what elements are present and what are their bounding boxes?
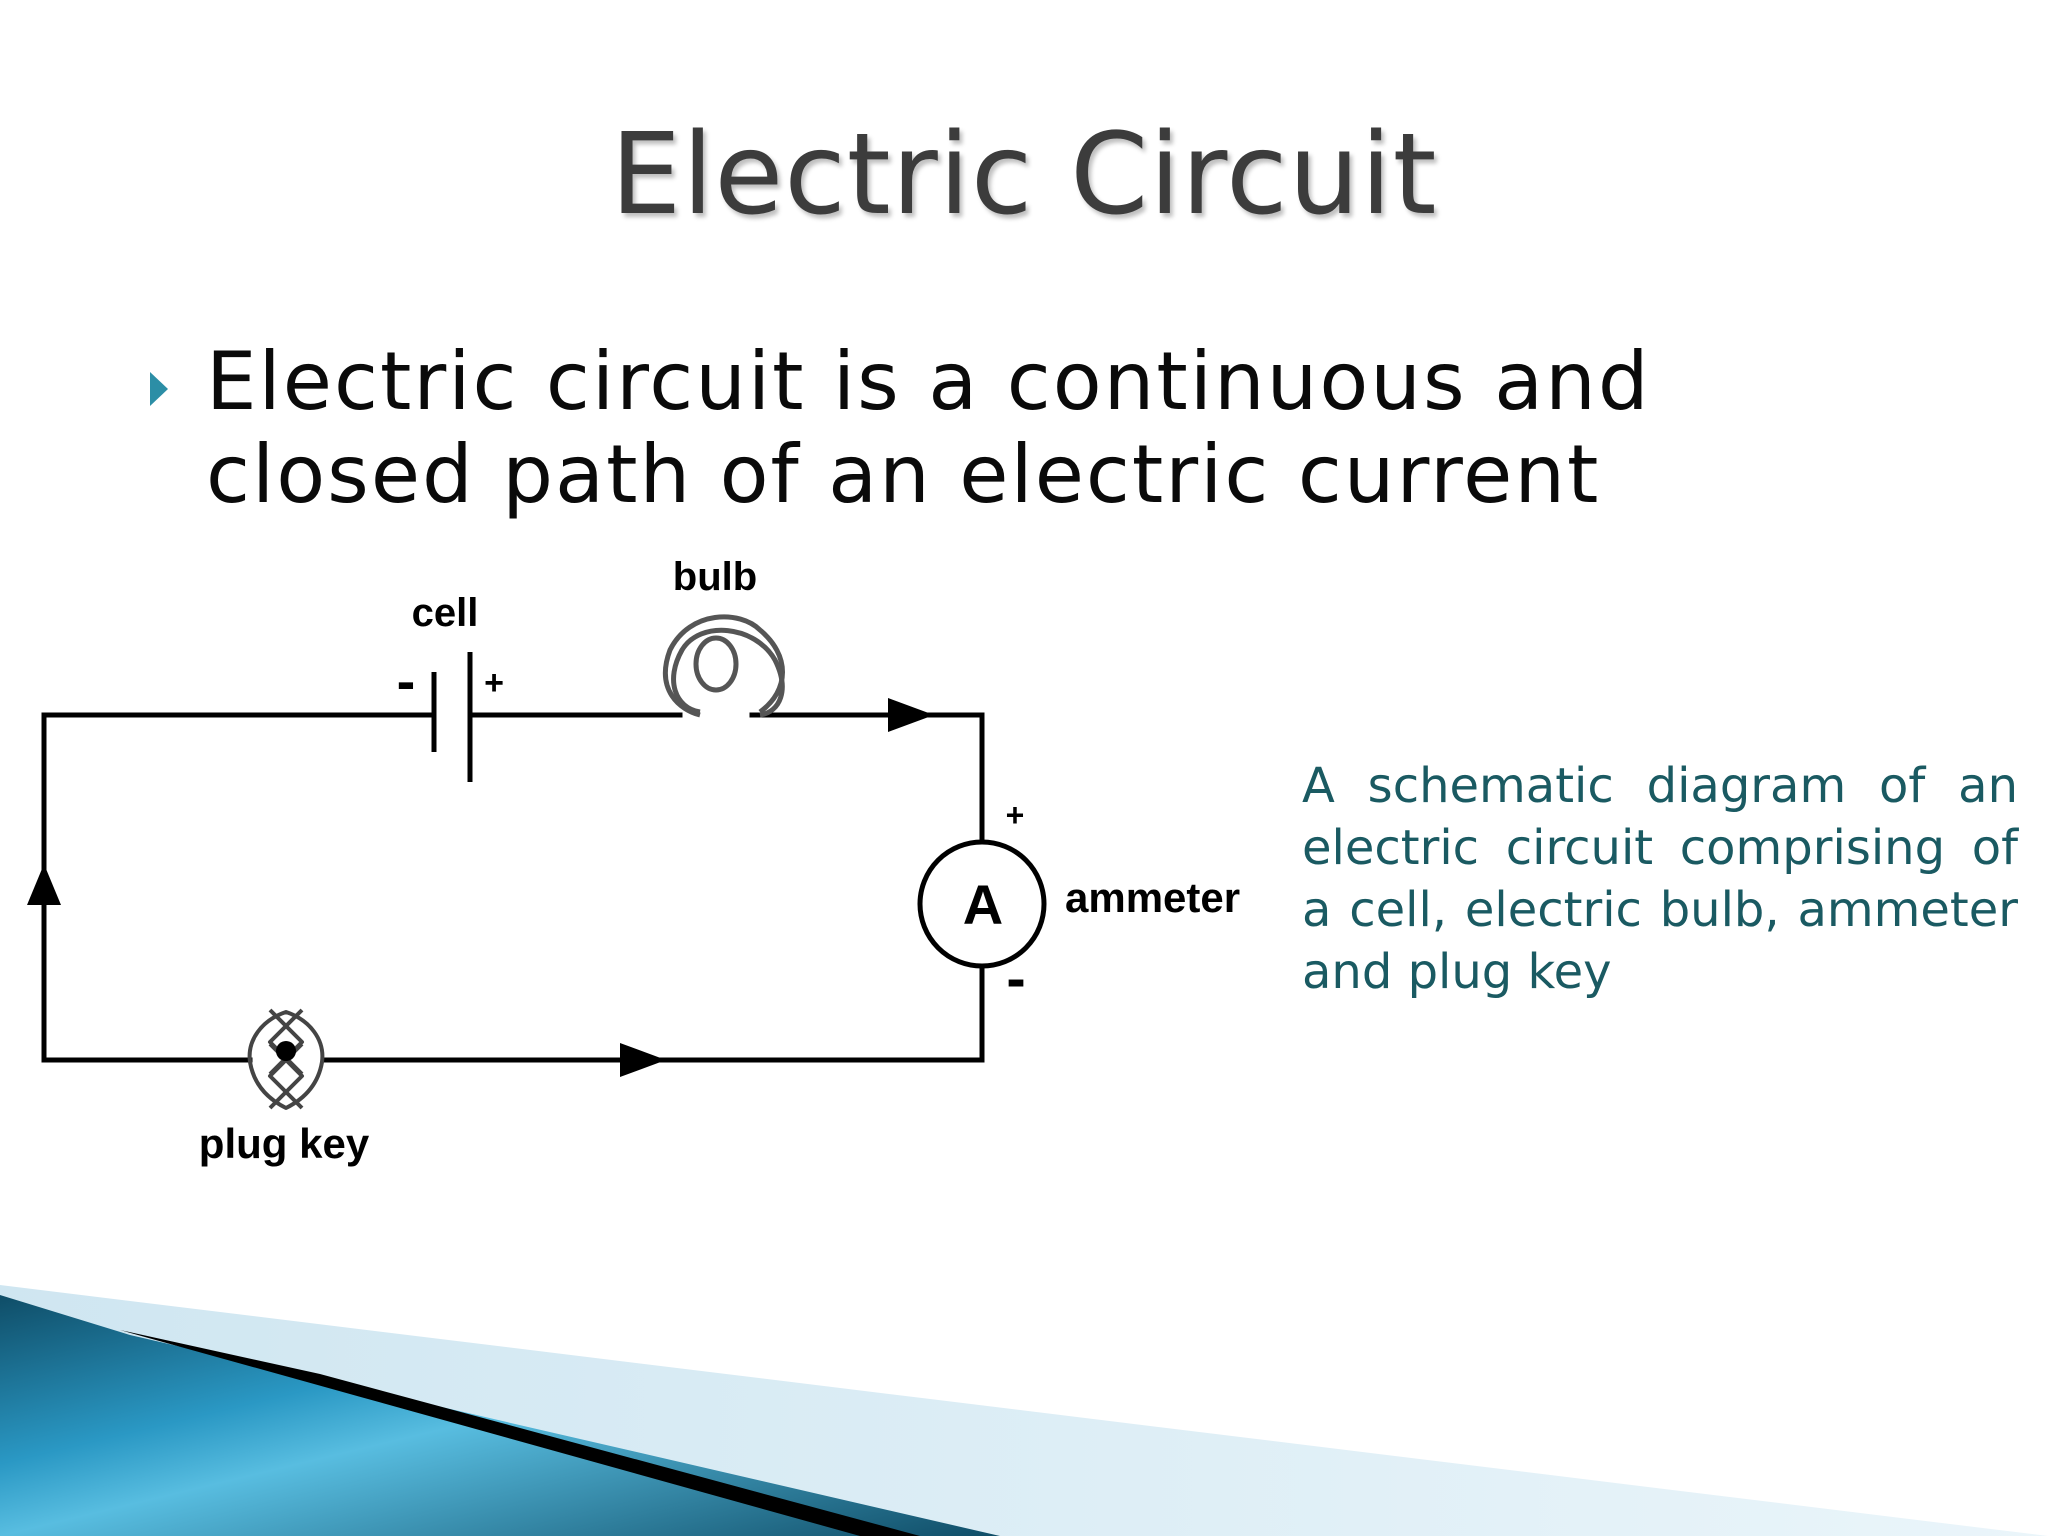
current-arrow-top	[888, 698, 934, 732]
ammeter-negative-sign: -	[1006, 946, 1025, 1011]
wire-top-after-bulb	[749, 712, 985, 843]
triangle-right-icon	[150, 372, 168, 406]
bullet-text: Electric circuit is a continuous and clo…	[206, 335, 1651, 521]
slide-title: Electric Circuit	[610, 110, 1438, 240]
cell-negative-sign: -	[397, 649, 416, 712]
ammeter-label: ammeter	[1065, 874, 1240, 921]
dark-blue-band	[0, 1295, 1000, 1536]
bulb-label: bulb	[673, 555, 757, 599]
ammeter-symbol	[917, 839, 1047, 969]
ammeter-positive-sign: +	[1006, 797, 1025, 833]
plug-key-label: plug key	[199, 1120, 370, 1167]
current-arrow-bottom	[620, 1043, 666, 1077]
cell-positive-sign: +	[484, 664, 504, 702]
wire-bottom-left	[41, 712, 253, 1063]
cell-label: cell	[412, 591, 479, 635]
circuit-diagram: cell bulb - + A + - ammeter plug key	[27, 555, 1240, 1167]
plug-key-dot	[276, 1041, 296, 1061]
decorative-wave	[0, 1285, 2048, 1536]
bulb-symbol	[662, 614, 785, 718]
black-band	[120, 1330, 920, 1536]
plug-key-symbol	[247, 1008, 325, 1110]
diagram-caption: A schematic diagram of an electric circu…	[1302, 758, 2018, 1000]
ammeter-letter: A	[963, 873, 1003, 936]
current-arrow-left	[27, 864, 61, 905]
